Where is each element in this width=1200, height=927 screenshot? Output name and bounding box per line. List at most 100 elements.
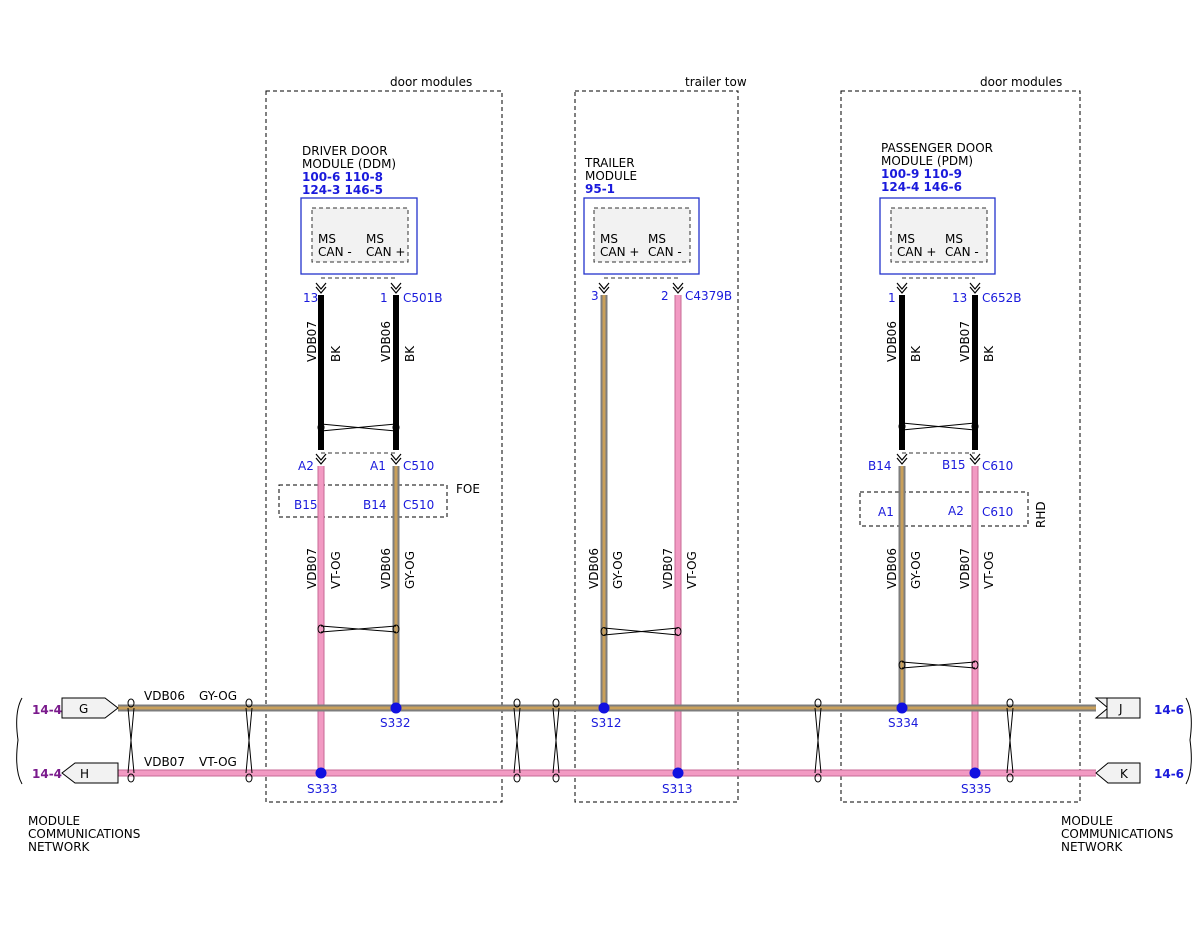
diagram-text: BK [329, 345, 343, 362]
diagram-text: MS [648, 232, 666, 246]
page-ref-top-right[interactable]: 14-6 [1154, 703, 1184, 717]
diagram-text: NETWORK [28, 840, 91, 854]
twist-ddm-upper [320, 423, 397, 432]
off-page-tag-g[interactable]: G [61, 697, 119, 719]
bus-top-color: GY-OG [199, 689, 237, 703]
pdm-connector-name: C652B [982, 291, 1022, 305]
diagram-text: VDB07 [305, 548, 319, 589]
off-page-tag-j[interactable]: J [1094, 697, 1141, 719]
diagram-text: K [1120, 767, 1129, 781]
splice-label-s333: S333 [307, 782, 338, 796]
diagram-text: VDB06 [885, 548, 899, 589]
bus-top-circuit: VDB06 [144, 689, 185, 703]
splice-label-s312: S312 [591, 716, 622, 730]
ddm-c510-pin-right: A1 [370, 459, 386, 473]
pdm-rhd-pin-left: A1 [878, 505, 894, 519]
diagram-text: VDB07 [958, 548, 972, 589]
splice-label-s334: S334 [888, 716, 919, 730]
twist-pdm-lower [901, 661, 976, 669]
wire-labels: VDB07 BK VDB06 BK VDB07 VT-OG VDB06 GY-O… [305, 321, 996, 589]
ddm-ref-1: 100-6 110-8 [302, 170, 383, 184]
diagram-text: VDB06 [587, 548, 601, 589]
ddm-c510-name: C510 [403, 459, 434, 473]
pdm-ref-2: 124-4 146-6 [881, 180, 962, 194]
diagram-text: GY-OG [403, 551, 417, 589]
splice-label-s313: S313 [662, 782, 693, 796]
splice-label-s332: S332 [380, 716, 411, 730]
diagram-text: GY-OG [611, 551, 625, 589]
page-ref-bottom-right[interactable]: 14-6 [1154, 767, 1184, 781]
ddm-c510-pin-left: A2 [298, 459, 314, 473]
diagram-text: MODULE [1061, 814, 1113, 828]
diagram-text: MODULE (DDM) [302, 157, 396, 171]
diagram-text: VT-OG [685, 551, 699, 589]
ddm-foe-tag: FOE [456, 482, 480, 496]
network-label-left: MODULE COMMUNICATIONS NETWORK [28, 814, 140, 854]
ddm-module-box: MS CAN - MS CAN + [300, 197, 418, 275]
twist-symbols-horizontal [317, 422, 979, 670]
pdm-rhd-connector: C610 [982, 505, 1013, 519]
diagram-text: VDB07 [661, 548, 675, 589]
diagram-text: PASSENGER DOOR [881, 141, 993, 155]
ddm-foe-connector: C510 [403, 498, 434, 512]
pdm-c610-pin-right: B15 [942, 458, 966, 472]
diagram-text: MS [945, 232, 963, 246]
diagram-text: BK [403, 345, 417, 362]
ddm-pin-left: 13 [303, 291, 318, 305]
diagram-text: MS [897, 232, 915, 246]
diagram-text: VDB06 [885, 321, 899, 362]
off-page-tag-h[interactable]: H [61, 762, 119, 784]
trailer-pin-left: 3 [591, 289, 599, 303]
enclosure-driver-door: door modules [265, 75, 503, 803]
diagram-text: BK [982, 345, 996, 362]
diagram-text: VT-OG [982, 551, 996, 589]
diagram-text: VDB07 [958, 321, 972, 362]
page-ref-top-left[interactable]: 14-4 [32, 703, 62, 717]
twist-pdm-upper [901, 422, 976, 431]
diagram-text: GY-OG [909, 551, 923, 589]
page-ref-bottom-left[interactable]: 14-4 [32, 767, 62, 781]
enclosure-trailer-tow: trailer tow [574, 75, 747, 803]
trailer-ref-1: 95-1 [585, 182, 615, 196]
trailer-module-box: MS CAN + MS CAN - [583, 197, 700, 275]
diagram-text: MS [600, 232, 618, 246]
pdm-module-box: MS CAN + MS CAN - [879, 197, 996, 275]
twist-symbols-vertical [127, 698, 1014, 783]
diagram-text: MODULE [585, 169, 637, 183]
right-brace [1185, 697, 1192, 785]
diagram-text: VT-OG [329, 551, 343, 589]
pdm-pin-left: 1 [888, 291, 896, 305]
bus-bottom-circuit: VDB07 [144, 755, 185, 769]
pdm-c610-pin-left: B14 [868, 459, 892, 473]
diagram-text: VDB06 [379, 548, 393, 589]
splice-dots [315, 702, 981, 779]
diagram-text: CAN + [366, 245, 405, 259]
trailer-connector-name: C4379B [685, 289, 732, 303]
diagram-text: BK [909, 345, 923, 362]
pdm-rhd-alt-box [859, 491, 1029, 527]
pdm-rhd-pin-right: A2 [948, 504, 964, 518]
ddm-ref-2: 124-3 146-5 [302, 183, 383, 197]
pdm-rhd-tag: RHD [1034, 501, 1048, 528]
network-label-right: MODULE COMMUNICATIONS NETWORK [1061, 814, 1173, 854]
ddm-foe-pin-left: B15 [294, 498, 318, 512]
diagram-text: CAN - [318, 245, 352, 259]
diagram-text: VDB07 [305, 321, 319, 362]
diagram-text: COMMUNICATIONS [1061, 827, 1173, 841]
ddm-foe-alt-box [278, 484, 448, 518]
twist-trailer [603, 627, 679, 636]
ddm-foe-pin-right: B14 [363, 498, 387, 512]
ddm-title: DRIVER DOOR MODULE (DDM) 100-6 110-8 124… [302, 144, 396, 197]
diagram-text: CAN + [600, 245, 639, 259]
splice-label-s335: S335 [961, 782, 992, 796]
left-brace [16, 697, 23, 785]
diagram-text: COMMUNICATIONS [28, 827, 140, 841]
pdm-title: PASSENGER DOOR MODULE (PDM) 100-9 110-9 … [881, 141, 993, 194]
diagram-text: MS [318, 232, 336, 246]
diagram-text: VDB06 [379, 321, 393, 362]
pdm-pin-right: 13 [952, 291, 967, 305]
diagram-text: DRIVER DOOR [302, 144, 388, 158]
enclosure-label: trailer tow [685, 75, 747, 89]
diagram-text: TRAILER [584, 156, 635, 170]
off-page-tag-k[interactable]: K [1095, 762, 1141, 784]
